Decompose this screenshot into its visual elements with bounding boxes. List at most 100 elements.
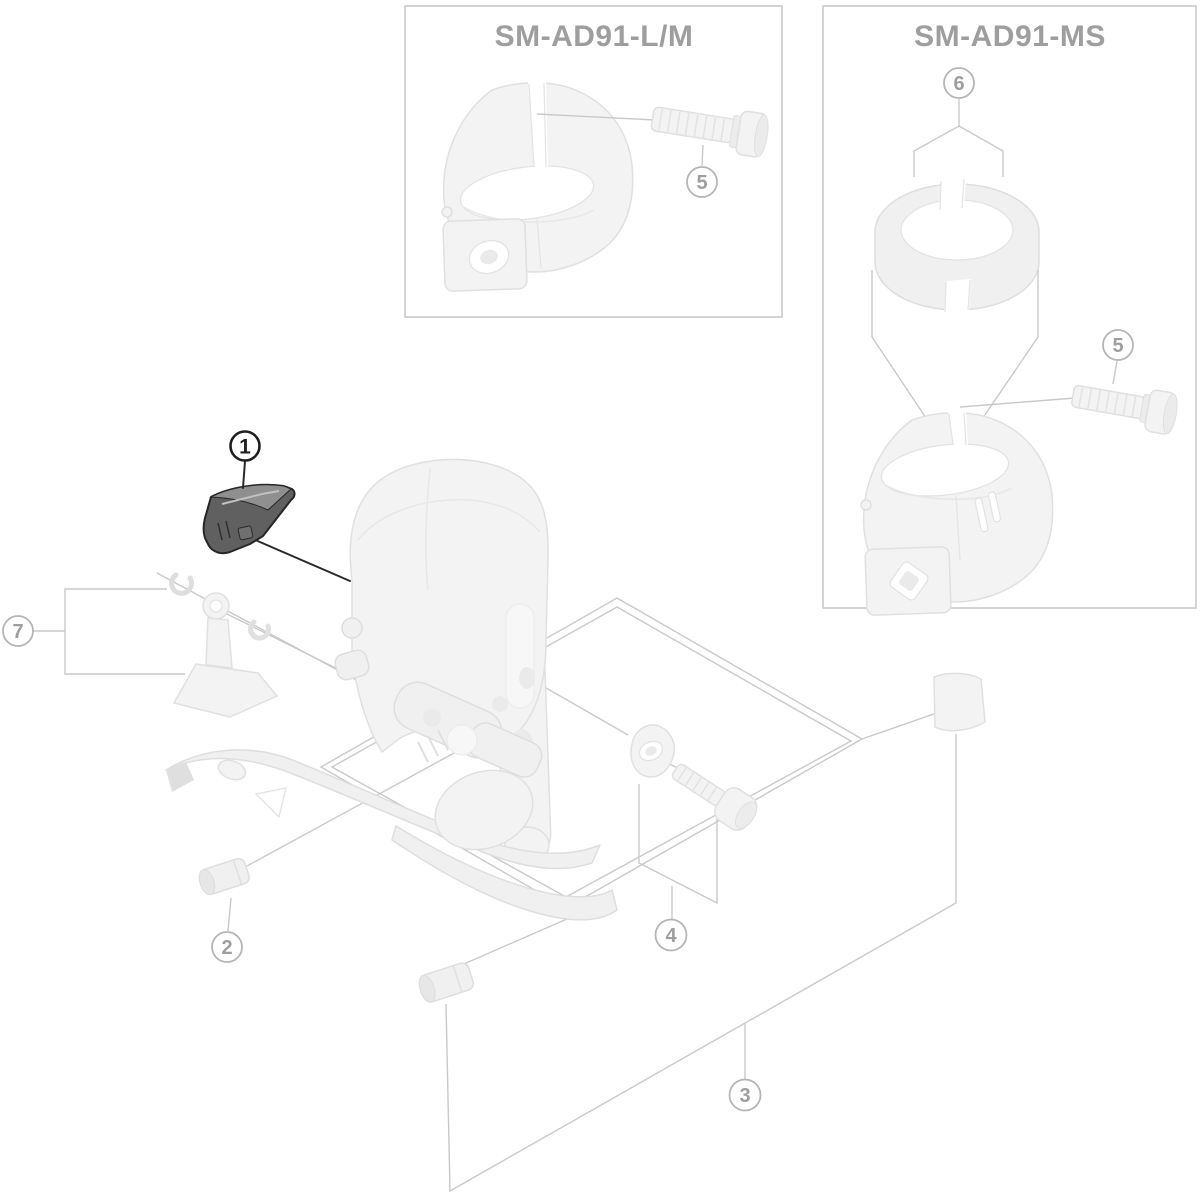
clamp-band-lm-slit-edge-right [543, 82, 547, 168]
leader-clamp-to-bolt-ms [959, 397, 1076, 408]
clamp-band-lm-bore [459, 165, 595, 221]
cage-cutout [254, 787, 287, 819]
clamp-band-ms-slit [948, 411, 968, 446]
clamp-ms-front-split [955, 495, 961, 561]
callout-2-number: 2 [221, 937, 232, 959]
bolt-lm-threads [658, 108, 726, 141]
callout-2-stem [227, 897, 232, 932]
callout-1-circle [229, 430, 261, 462]
callout-5-lm-number: 5 [696, 172, 707, 194]
cage-bumper [434, 769, 534, 851]
clamp-band-lm-lug-hole-inner [480, 249, 498, 265]
cable-cap-3-collar [452, 965, 463, 993]
box-title-lm: SM-AD91-L/M [495, 20, 694, 53]
cage-boss [217, 759, 247, 781]
clamp-ms-slot-2 [987, 491, 1002, 523]
clamp-ms-slit-edge-l [948, 413, 954, 446]
fix-bolt-head-face [734, 801, 758, 829]
callout-7-number: 7 [12, 621, 23, 643]
clamp-band-lm-front-split [536, 218, 542, 269]
cable-fixing-bolt-icon [671, 763, 758, 831]
clamp-band-ms-nub [860, 499, 872, 511]
bolt-lm-head-face [753, 114, 769, 157]
highlighted-cover-part [202, 483, 296, 555]
shim-ring-gap-top [939, 178, 966, 211]
callout-5-ms-stem [1112, 360, 1118, 385]
box-border-lm [404, 5, 783, 318]
callout-5-ms-circle [1102, 329, 1134, 361]
callout-5-lm-badge: 5 [686, 166, 718, 198]
leader-clamp-to-bolt-lm [536, 113, 656, 121]
callout-6-badge: 6 [943, 67, 975, 99]
linkage-screw [492, 696, 508, 712]
derailleur-body-crease-top [357, 499, 541, 541]
clamp-band-lm-inner-shadow [461, 205, 595, 223]
callout-7-circle [2, 615, 34, 647]
cover-part-ridges [217, 520, 231, 541]
cable-cap-2-face [198, 869, 216, 896]
clamp-ms-lug-hole-inner [899, 571, 919, 591]
converter-parts-group [169, 572, 278, 718]
clamp-band-lm-slit-edge-left [528, 83, 535, 168]
linkage-pivot-large [446, 724, 478, 756]
hanger-base-plate [173, 663, 278, 718]
callout-4-badge: 4 [654, 918, 688, 952]
fix-bolt-shaft [671, 763, 726, 807]
callout-4-circle [654, 918, 688, 952]
callout-5-ms-number: 5 [1112, 335, 1123, 357]
body-left-nub [334, 649, 370, 681]
callout-5-lm-stem [701, 144, 704, 167]
shim-to-clamp-bracket-left [871, 270, 937, 434]
callout-7-badge: 7 [2, 615, 34, 647]
linkage-spring [417, 729, 449, 763]
clamp-ms-slit-edge-r [963, 412, 967, 446]
box-sm-ad91-lm: SM-AD91-L/M [404, 5, 783, 318]
callout-1-leader [245, 535, 351, 582]
callout-2-badge: 2 [211, 931, 243, 963]
callout-4-bracket [638, 784, 718, 905]
body-left-pivot [341, 617, 363, 639]
front-derailleur-illustration [165, 458, 618, 921]
callout-1-stem [242, 460, 246, 489]
snap-ring-icon [169, 572, 195, 596]
callout-1-number: 1 [239, 436, 251, 459]
arm-cable-boss [519, 667, 535, 689]
shim-ring-illustration [874, 178, 1040, 313]
cover-part-highlight [221, 490, 280, 505]
callout-6-fork-left [913, 125, 960, 177]
derailleur-body-crease-front [425, 467, 431, 591]
callout-3-number: 3 [739, 1085, 750, 1107]
box-title-ms: SM-AD91-MS [914, 20, 1106, 53]
clamp-bolt-ms-icon [1071, 384, 1178, 435]
callout-5-ms-badge: 5 [1102, 329, 1134, 361]
callout-6-number: 6 [953, 73, 964, 95]
hanger-bracket-icon [173, 592, 278, 718]
cable-cap-3-face [418, 974, 436, 1003]
shim-gap-top-edge-l [939, 180, 942, 211]
callout-6-fork-right [958, 125, 1004, 177]
box-sm-ad91-ms: SM-AD91-MS 6 [822, 5, 1197, 616]
shim-gap-bot-edge-r [967, 279, 971, 311]
shim-ring-gap-bottom [944, 279, 971, 313]
cage-outer-plate [165, 749, 601, 870]
shim-gap-top-edge-r [961, 178, 965, 209]
callout-3-circle [728, 1078, 762, 1112]
callout-3-bracket [445, 734, 957, 1193]
cover-part-tab [237, 525, 254, 541]
hanger-stem [205, 617, 233, 669]
fix-bolt-threads [677, 767, 717, 801]
callout-3-badge: 3 [728, 1078, 762, 1112]
linkage-pivot-small [423, 709, 441, 727]
shim-to-clamp-bracket-right [973, 270, 1039, 432]
callout-1-badge: 1 [229, 430, 261, 462]
callout-2-circle [211, 931, 243, 963]
nut-hole-inner [645, 746, 657, 756]
cage-inner-plate [391, 825, 618, 921]
callout-5-lm-circle [686, 166, 718, 198]
cable-cap-2-collar [232, 859, 243, 885]
hanger-eye-hole [209, 599, 223, 613]
shim-gap-bot-edge-l [944, 281, 947, 313]
linkage-cluster [393, 681, 543, 778]
